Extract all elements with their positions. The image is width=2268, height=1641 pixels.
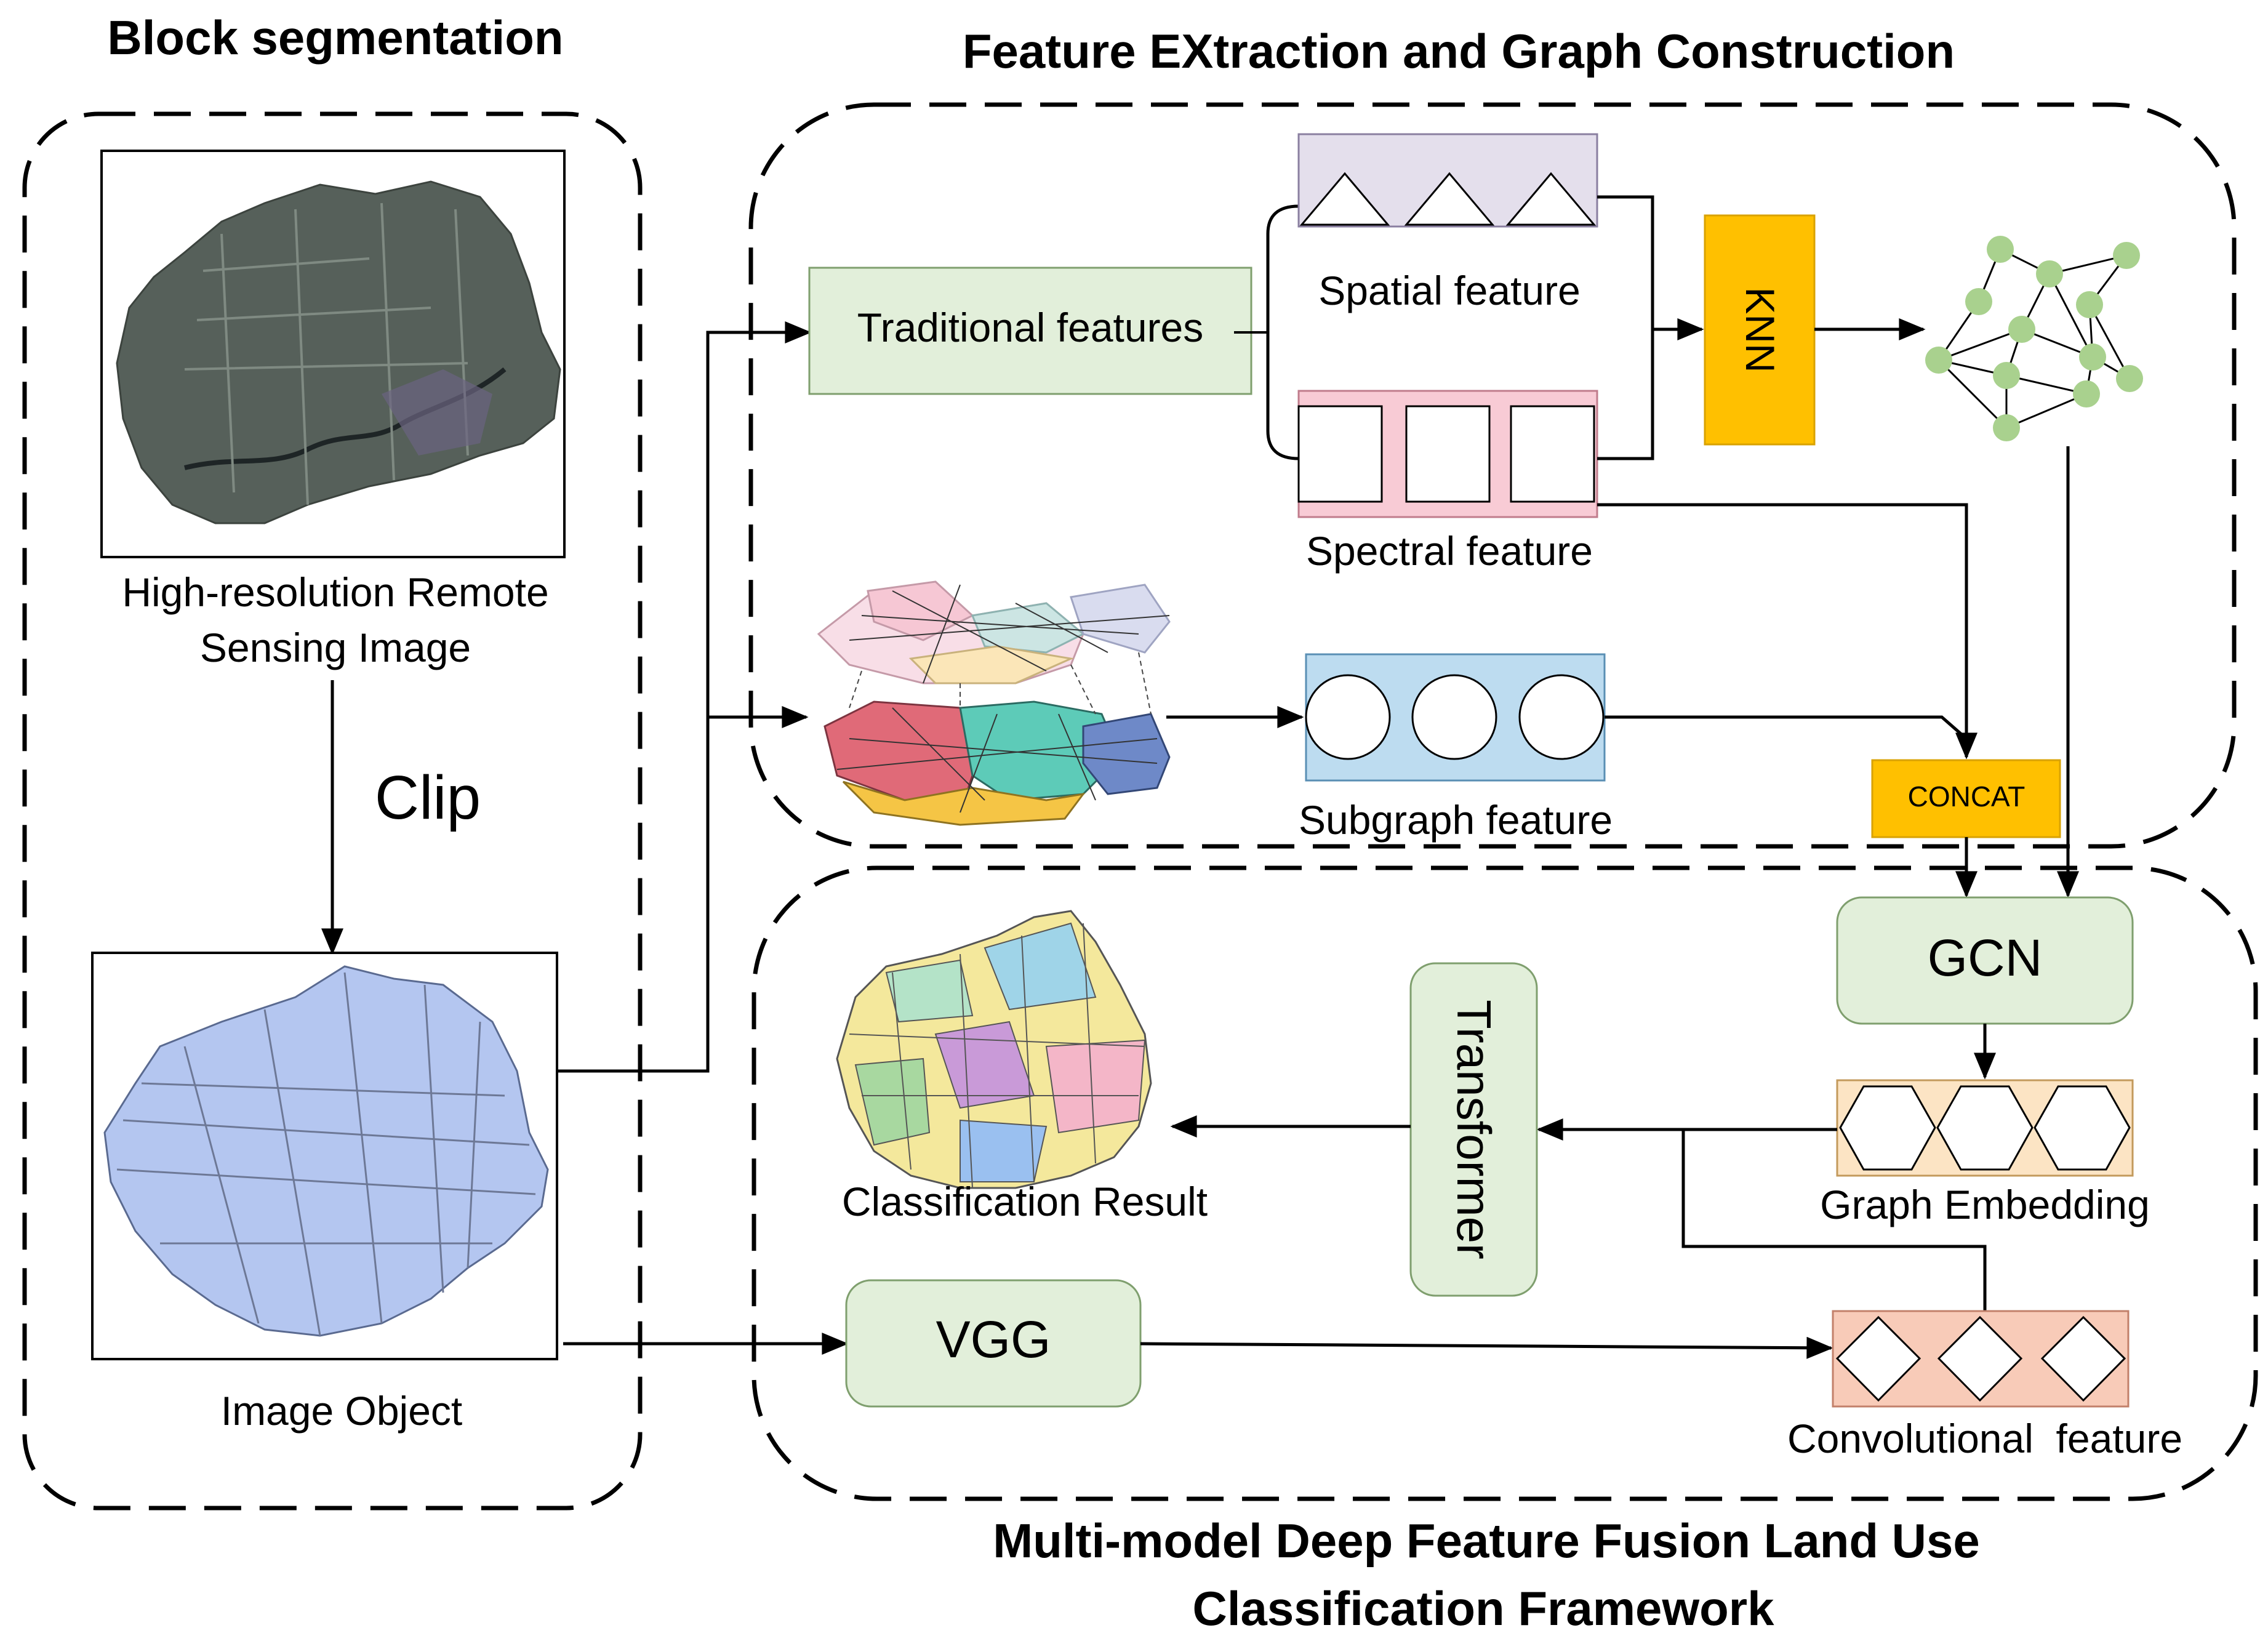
vgg-label: VGG (936, 1310, 1051, 1368)
vgg-box (845, 1279, 1142, 1408)
embedding-hexagon-3 (2034, 1085, 2131, 1171)
subgraph-to-concat-connector (1605, 715, 1968, 740)
image-object-to-traditional-connector (557, 321, 812, 1073)
spectral-feature-label: Spectral feature (1306, 528, 1593, 574)
traditional-features-label: Traditional features (857, 305, 1204, 350)
spatial-triangle-1 (1299, 172, 1390, 226)
spectral-notch-1 (1297, 405, 1383, 503)
spatial-feature-label: Spatial feature (1318, 268, 1581, 313)
spectral-notch-3 (1510, 405, 1595, 503)
clip-label: Clip (375, 763, 481, 832)
feature-extraction-container (748, 102, 2237, 849)
knn-graph-nodes (1925, 236, 2143, 441)
subgraph-circle-3 (1518, 674, 1605, 760)
features-to-knn-bracket (1597, 195, 1702, 460)
classification-result-map (836, 910, 1152, 1189)
knn-label: KNN (1737, 287, 1783, 372)
vgg-to-convolutional-arrow (1140, 1336, 1833, 1359)
framework-title-line2: Classification Framework (1193, 1581, 1775, 1635)
feature-brace (1266, 204, 1299, 460)
subgraph-circle-1 (1305, 674, 1391, 760)
spatial-triangle-3 (1505, 172, 1597, 226)
traditional-features-box (808, 267, 1252, 395)
convolutional-feature-label: Convolutional feature (1787, 1416, 2182, 1461)
subgraph-circle-2 (1411, 674, 1497, 760)
spatial-triangle-2 (1404, 172, 1495, 226)
transformer-label: Transformer (1447, 1000, 1501, 1259)
transformer-box (1409, 962, 1538, 1297)
conv-diamond-3 (2040, 1315, 2126, 1402)
subgraph-feature-label: Subgraph feature (1299, 797, 1613, 843)
subgraph-illustration (817, 580, 1171, 826)
urban-texture-1 (184, 203, 469, 505)
hr-image-label-line2: Sensing Image (200, 625, 471, 670)
framework-title-line1: Multi-model Deep Feature Fusion Land Use (993, 1514, 1980, 1568)
graph-embedding-label: Graph Embedding (1820, 1182, 2150, 1227)
purple-district (382, 369, 492, 455)
image-object-roads (116, 972, 536, 1336)
spectral-to-concat-connector (1597, 503, 1977, 760)
block-segmentation-title: Block segmentation (107, 10, 563, 65)
feature-extraction-title: Feature EXtraction and Graph Constructio… (963, 24, 1955, 78)
conv-diamond-1 (1835, 1315, 1921, 1402)
knn-graph (1937, 248, 2131, 429)
fusion-framework-container (751, 865, 2258, 1501)
conv-diamond-2 (1937, 1315, 2023, 1402)
convolutional-to-junction-connector (1681, 1129, 1987, 1311)
classification-result-label: Classification Result (842, 1179, 1208, 1224)
concat-label: CONCAT (1908, 780, 2026, 812)
embedding-hexagon-1 (1839, 1085, 1936, 1171)
block-segmentation-container (22, 111, 643, 1511)
spectral-notch-2 (1405, 405, 1491, 503)
gcn-label: GCN (1928, 929, 2043, 987)
hr-image-label-line1: High-resolution Remote (122, 569, 548, 615)
embedding-hexagon-2 (1936, 1085, 2034, 1171)
knn-box (1704, 214, 1816, 446)
image-object-label: Image Object (221, 1388, 463, 1434)
